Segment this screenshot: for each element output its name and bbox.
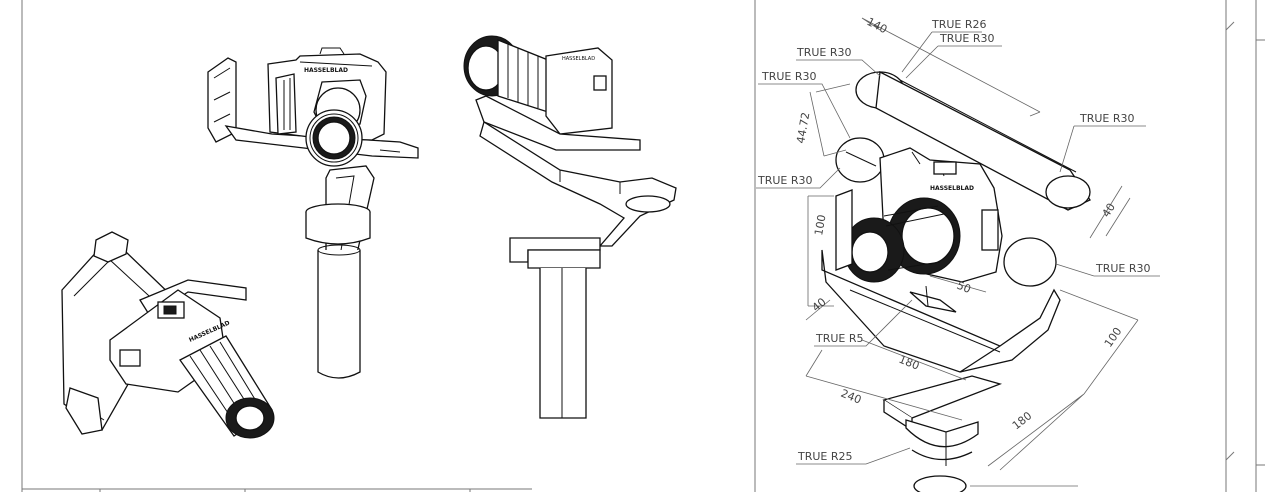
dimension-100-right: 100	[1102, 325, 1125, 350]
callout-labels: TRUE R26 TRUE R30 TRUE R30 TRUE R30 TRUE…	[757, 18, 1151, 463]
callout-true-r30-right2: TRUE R30	[1095, 262, 1151, 275]
gimbal-side-view: HASSELBLAD	[463, 35, 677, 419]
dimension-180-b: 180	[1010, 409, 1035, 432]
gimbal-dimensioned-view: HASSELBLAD	[821, 70, 1091, 492]
svg-text:HASSELBLAD: HASSELBLAD	[304, 67, 348, 74]
callout-true-r30-right1: TRUE R30	[1079, 112, 1135, 125]
svg-text:HASSELBLAD: HASSELBLAD	[930, 185, 974, 192]
dimension-lines	[756, 17, 1160, 487]
callout-true-r30-left1: TRUE R30	[796, 46, 852, 59]
callout-true-r30-top: TRUE R30	[939, 32, 995, 45]
dimension-44-72: 44.72	[794, 111, 812, 144]
sheet-border	[21, 0, 1257, 492]
svg-text:HASSELBLAD: HASSELBLAD	[562, 56, 595, 62]
dimension-40-right: 40	[1100, 201, 1118, 220]
dimension-labels: 140 44.72 100 40 50 40 100 180 180 240	[794, 15, 1124, 432]
callout-true-r25: TRUE R25	[797, 450, 853, 463]
callout-true-r26: TRUE R26	[931, 18, 987, 31]
callout-true-r30-left2: TRUE R30	[761, 70, 817, 83]
gimbal-rotated-view: HASSELBLAD	[61, 231, 275, 439]
dimension-140: 140	[865, 15, 890, 36]
callout-true-r30-left3: TRUE R30	[757, 174, 813, 187]
dimension-100-left: 100	[812, 214, 828, 237]
dimension-50: 50	[955, 279, 973, 296]
gimbal-front-view: HASSELBLAD	[207, 47, 419, 379]
dimension-40-left: 40	[810, 295, 829, 314]
callout-true-r5: TRUE R5	[815, 332, 864, 345]
dimension-240: 240	[839, 387, 863, 407]
sheet-zone-marks	[1225, 21, 1265, 466]
